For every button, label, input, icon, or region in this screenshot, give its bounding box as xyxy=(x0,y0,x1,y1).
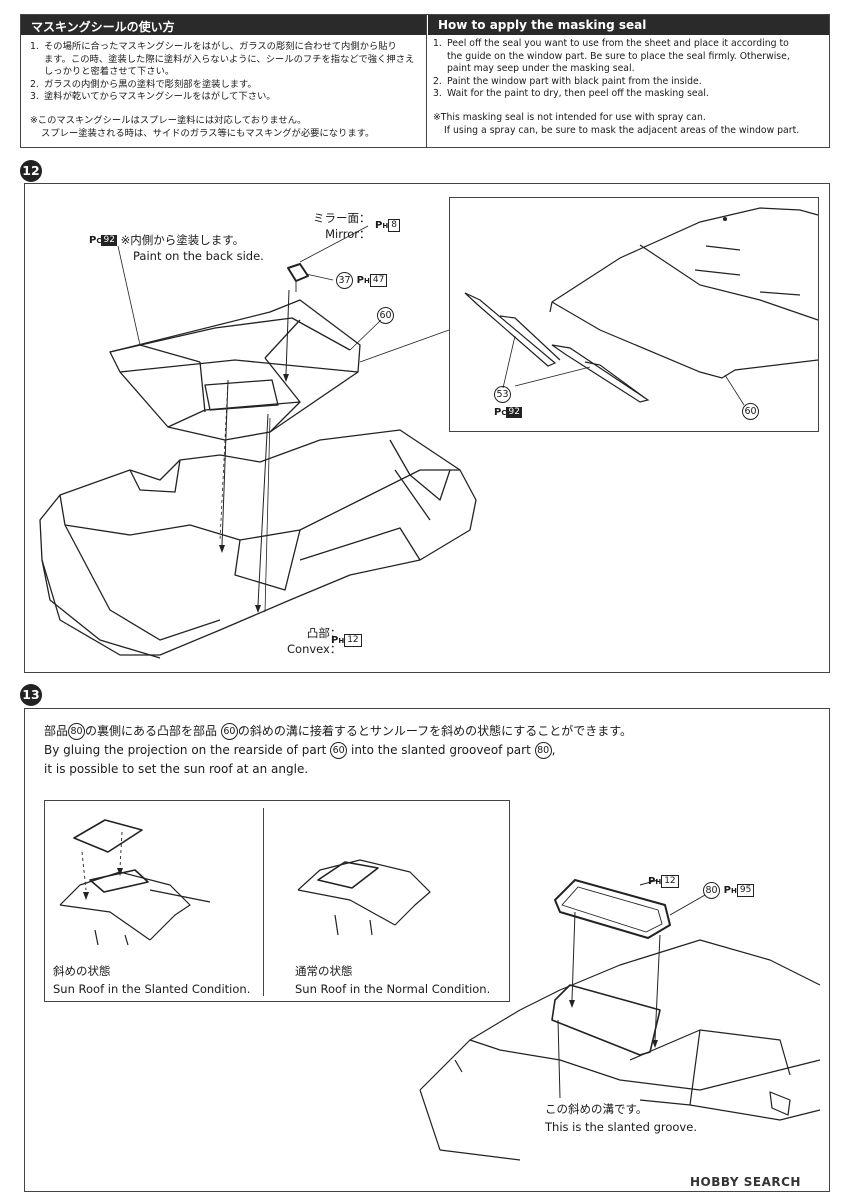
slanted-condition-label: 斜めの状態 Sun Roof in the Slanted Condition. xyxy=(53,964,251,996)
mirror-label: ミラー面： Mirror： xyxy=(313,211,371,241)
part-number-60: 60 xyxy=(377,307,394,324)
groove-label: この斜めの溝です。 This is the slanted groove. xyxy=(545,1102,697,1134)
condition-panel xyxy=(44,800,510,1002)
masking-steps-jp: 1. その場所に合ったマスキングシールをはがし、ガラスの彫刻に合わせて内側から貼… xyxy=(30,41,415,103)
part60-label: 60 xyxy=(377,307,394,324)
part-number-80: 80 xyxy=(703,882,720,899)
paint-en: Paint on the back side. xyxy=(133,249,264,263)
convex-label: 凸部： Convex： xyxy=(287,626,342,656)
masking-steps-en: 1. Peel off the seal you want to use fro… xyxy=(433,38,790,100)
masking-title-jp: マスキングシールの使い方 xyxy=(21,15,426,35)
step13-frame xyxy=(24,708,830,1192)
normal-condition-label: 通常の状態 Sun Roof in the Normal Condition. xyxy=(295,964,491,996)
masking-title-en: How to apply the masking seal xyxy=(428,15,829,35)
step-number-12: 12 xyxy=(20,160,42,182)
masking-divider xyxy=(426,14,428,148)
paint-jp: ※内側から塗装します。 xyxy=(120,233,245,247)
detail-inset xyxy=(449,197,819,432)
part-number-60-detail: 60 xyxy=(742,403,759,420)
pc-code: 92 xyxy=(101,235,117,246)
masking-note-en: ※This masking seal is not intended for u… xyxy=(433,112,800,136)
detail-part60-label: 60 xyxy=(742,403,759,420)
part-number-37: 37 xyxy=(336,272,353,289)
step12-frame xyxy=(24,183,830,673)
condition-divider xyxy=(263,808,264,996)
step-number-13: 13 xyxy=(20,684,42,706)
masking-instructions xyxy=(20,14,830,148)
masking-note-jp: ※このマスキングシールはスプレー塗料には対応しておりません。 スプレー塗装される… xyxy=(30,115,375,139)
pc-paint-label: PC xyxy=(89,234,102,246)
part-number-53: 53 xyxy=(494,386,511,403)
watermark-logo: HOBBY SEARCH xyxy=(690,1175,801,1189)
